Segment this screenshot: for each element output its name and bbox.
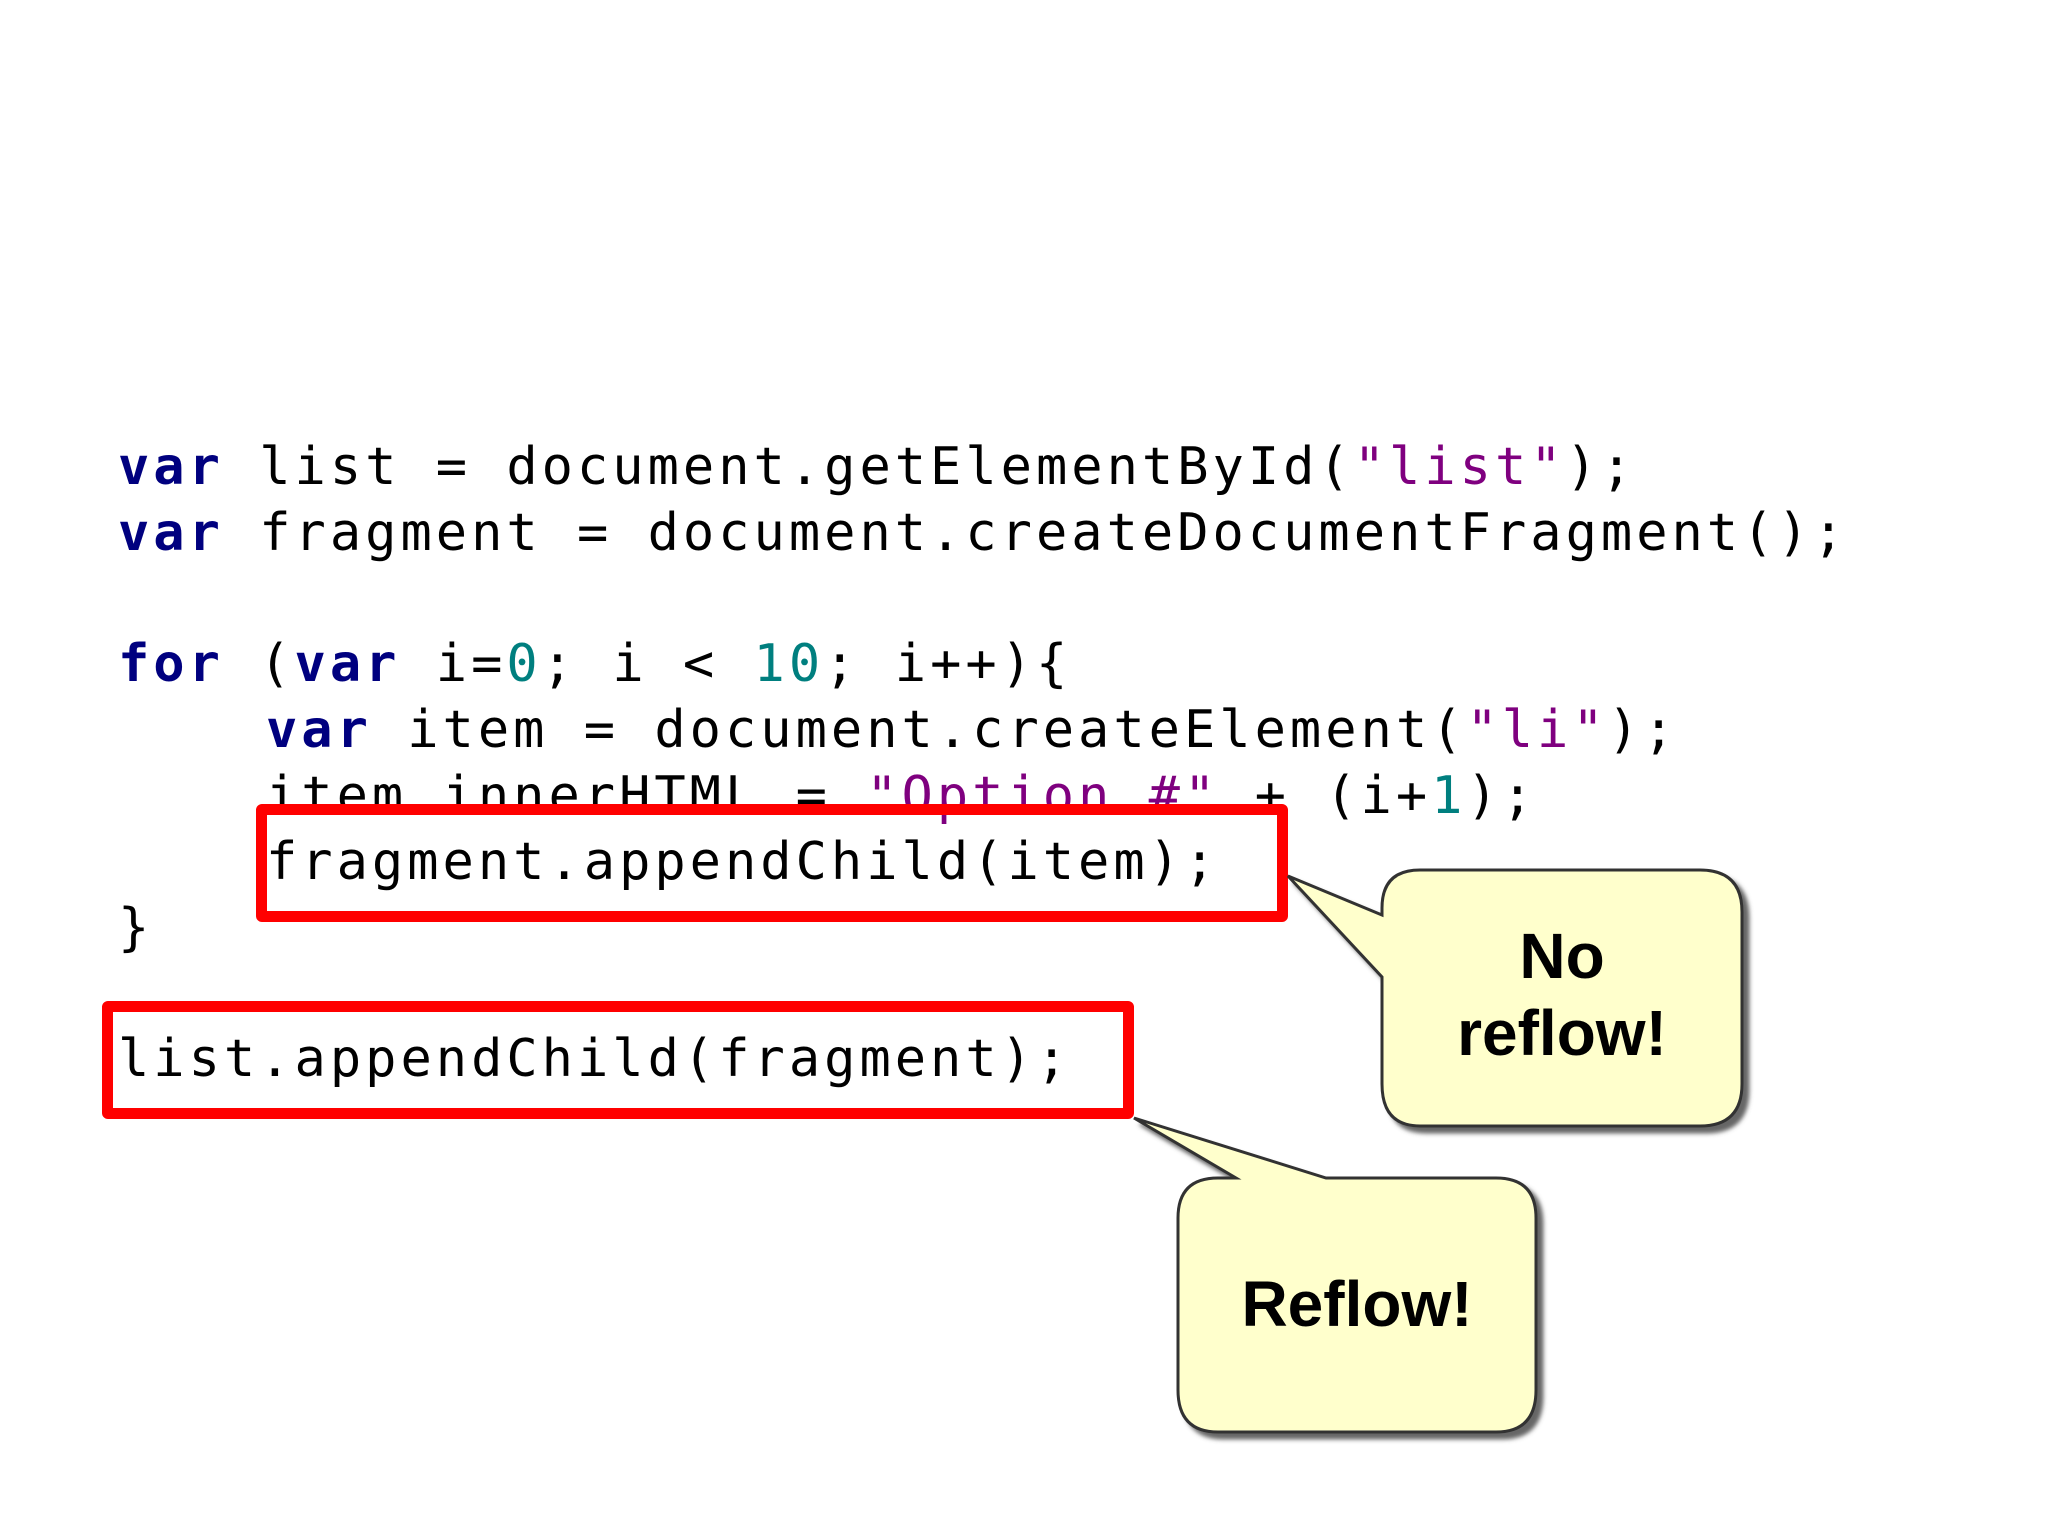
callout-reflow-line: Reflow!	[1241, 1268, 1473, 1340]
code-line-8: list.appendChild(fragment);	[118, 1026, 1071, 1092]
callout-no-reflow-line2: reflow!	[1457, 996, 1667, 1069]
keyword: var	[118, 503, 224, 563]
code-line-5: item.innerHTML = "Option #" + (i+1);	[266, 763, 1537, 829]
code-text: fragment = document.createDocumentFragme…	[223, 503, 1849, 563]
code-line-1: var list = document.getElementById("list…	[118, 434, 1636, 500]
code-text: }	[118, 898, 154, 958]
code-line-2: var fragment = document.createDocumentFr…	[118, 500, 1848, 566]
keyword: var	[118, 437, 224, 497]
code-text: );	[1607, 700, 1679, 760]
code-text: );	[1466, 766, 1538, 826]
code-text: ; i <	[541, 634, 754, 694]
code-text: ; i++){	[824, 634, 1072, 694]
code-text: item = document.createElement(	[371, 700, 1467, 760]
number-literal: 10	[753, 634, 825, 694]
code-text: );	[1565, 437, 1637, 497]
code-line-6: fragment.appendChild(item);	[266, 829, 1219, 895]
callout-no-reflow-line1: No	[1519, 920, 1605, 992]
highlight-box-list-append	[102, 1001, 1134, 1119]
string-literal: "Option #"	[866, 766, 1220, 826]
code-text: item.innerHTML =	[266, 766, 867, 826]
code-line-4: var item = document.createElement("li");	[266, 697, 1678, 763]
code-line-3: for (var i=0; i < 10; i++){	[118, 631, 1071, 697]
code-text: list.appendChild(fragment);	[118, 1029, 1072, 1089]
number-literal: 1	[1431, 766, 1467, 826]
number-literal: 0	[506, 634, 542, 694]
callout-reflow-text: Reflow!	[1178, 1266, 1536, 1343]
highlight-box-fragment-append	[256, 804, 1288, 922]
code-text: + (i+	[1219, 766, 1432, 826]
code-text: fragment.appendChild(item);	[266, 832, 1220, 892]
string-literal: "li"	[1466, 700, 1608, 760]
code-text: i=	[400, 634, 507, 694]
code-text: (	[223, 634, 295, 694]
code-text: list = document.getElementById(	[223, 437, 1354, 497]
keyword: for	[118, 634, 224, 694]
string-literal: "list"	[1353, 437, 1566, 497]
keyword: var	[266, 700, 372, 760]
code-line-7: }	[118, 895, 153, 961]
callout-no-reflow-text: No reflow!	[1382, 918, 1742, 1072]
keyword: var	[294, 634, 401, 694]
